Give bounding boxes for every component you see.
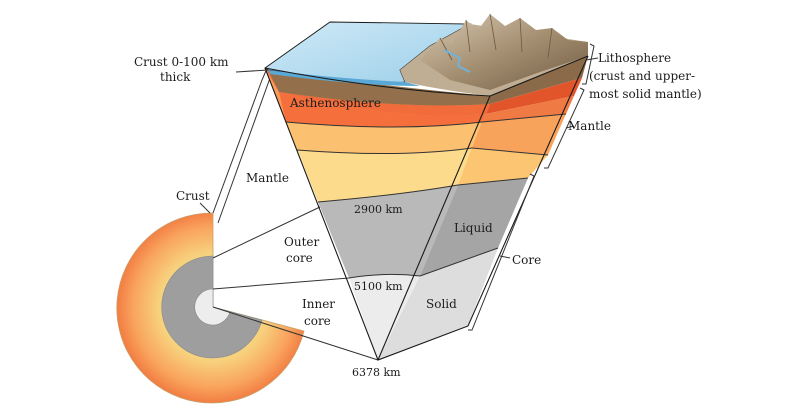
crust-sphere-leader	[199, 202, 211, 214]
label-depth-6378: 6378 km	[352, 366, 401, 379]
label-inner-core-1: Inner	[302, 297, 335, 311]
label-depth-5100: 5100 km	[354, 280, 403, 293]
brackets	[468, 43, 599, 331]
label-lithosphere-1: Lithosphere	[598, 51, 671, 65]
label-outer-core-1: Outer	[284, 235, 319, 249]
label-liquid: Liquid	[454, 221, 493, 235]
label-depth-2900: 2900 km	[354, 203, 403, 216]
wedge-front-face	[265, 68, 490, 360]
label-crust-thickness-2: thick	[160, 70, 191, 84]
sphere-inner-core	[194, 288, 231, 326]
label-outer-core-2: core	[286, 251, 313, 265]
label-asthenosphere: Asthenosphere	[289, 96, 381, 110]
label-lithosphere-2: (crust and upper-	[589, 69, 695, 83]
label-solid: Solid	[426, 297, 457, 311]
label-crust-thickness-1: Crust 0-100 km	[134, 55, 229, 69]
wedge-side-face	[378, 56, 588, 360]
earth-cutaway-sphere	[116, 212, 305, 404]
crust-leader	[235, 69, 269, 73]
label-mantle-right: Mantle	[568, 119, 611, 133]
layer-inner-core	[349, 274, 420, 360]
label-core: Core	[512, 253, 541, 267]
mountain-range	[420, 14, 588, 90]
wedge-top-surface	[264, 13, 588, 96]
label-inner-core-2: core	[304, 314, 331, 328]
label-mantle-left: Mantle	[246, 171, 289, 185]
label-crust: Crust	[176, 189, 210, 203]
label-lithosphere-3: most solid mantle)	[589, 87, 702, 101]
